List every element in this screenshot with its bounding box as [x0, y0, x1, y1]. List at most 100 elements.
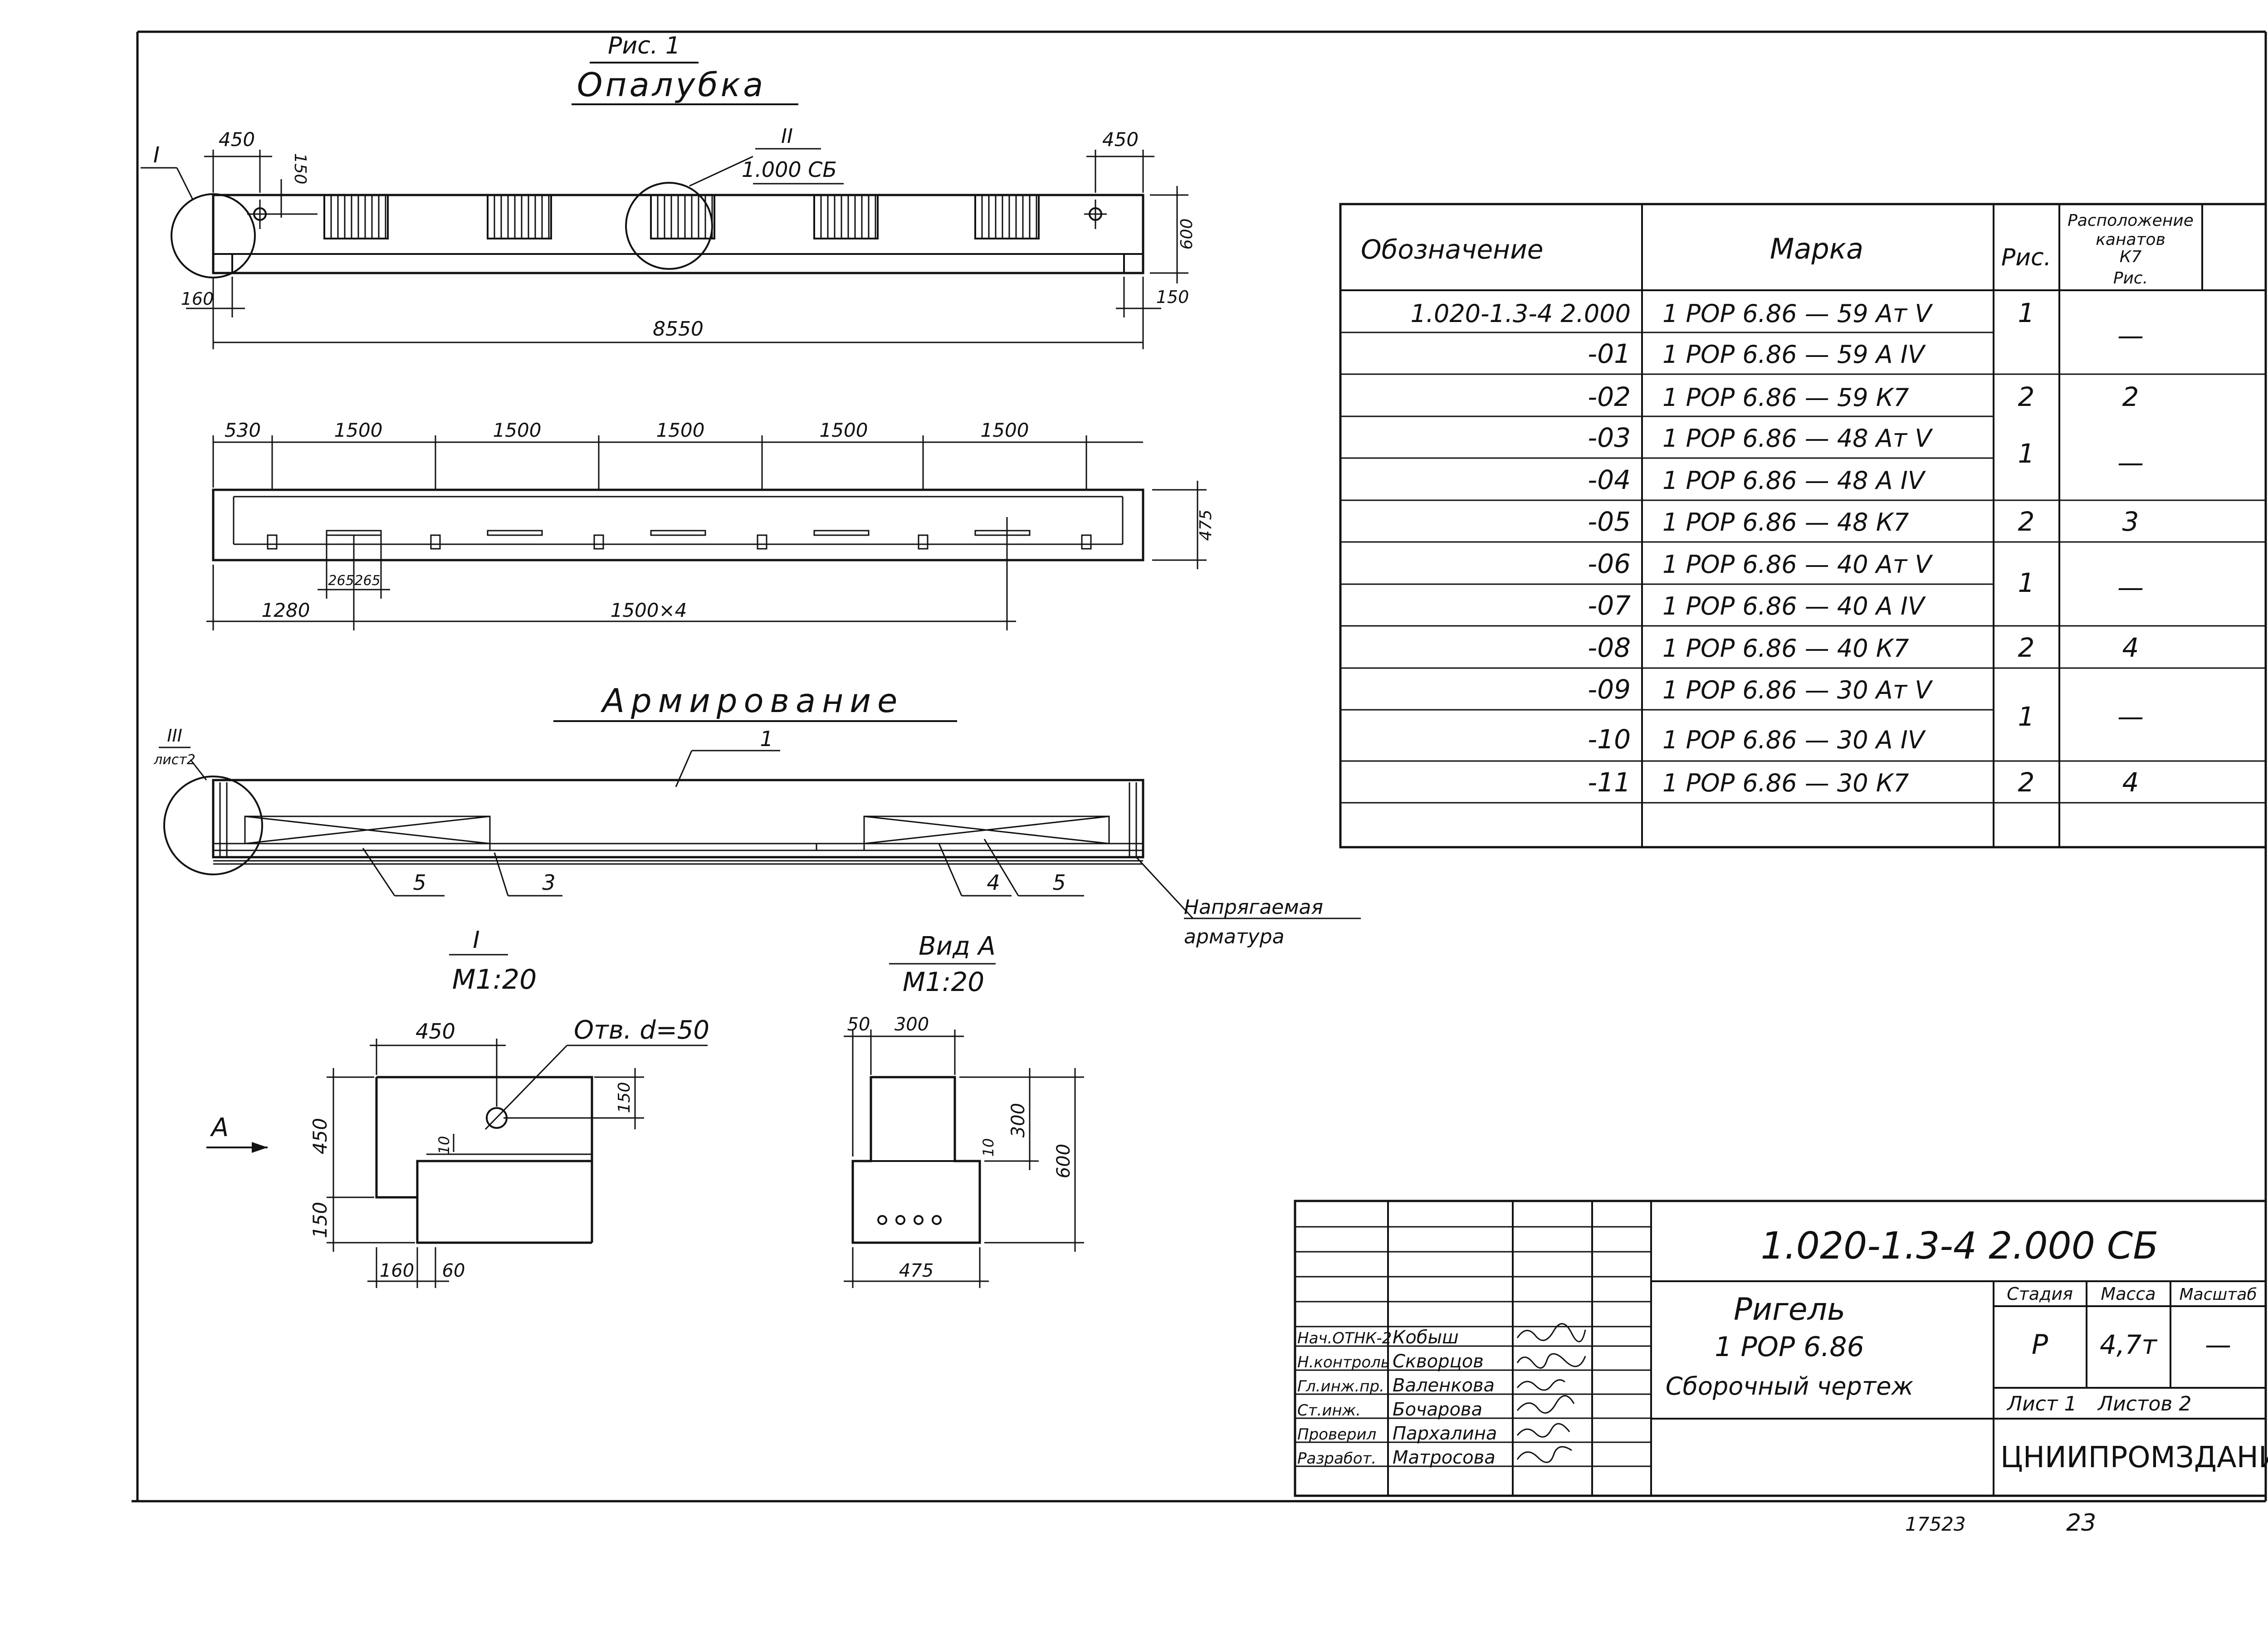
- signature-name: Кобыш: [1393, 1327, 1459, 1348]
- row-mark: 1 РОР 6.86 — 30 К7: [1662, 769, 1909, 797]
- tension-label-2: арматура: [1184, 925, 1285, 948]
- view-A-dim-10: 10: [980, 1138, 997, 1157]
- doc-code: 1.020-1.3-4 2.000 СБ: [1761, 1225, 2159, 1268]
- callout-III: III: [167, 726, 182, 746]
- view-A-title: Вид А: [919, 932, 996, 961]
- header-loc-3: К7: [2120, 248, 2142, 266]
- row-mark: 1 РОР 6.86 — 40 Ат V: [1662, 550, 1933, 579]
- row-designation: -01: [1588, 338, 1631, 369]
- callout-I: I: [153, 142, 160, 168]
- callout-sheet: лист2: [153, 752, 196, 768]
- row-mark: 1 РОР 6.86 — 59 А IV: [1662, 340, 1926, 369]
- plan-dim-1500-5: 1500: [981, 419, 1029, 441]
- pos-1: 1: [760, 727, 773, 751]
- plan-dim-530: 530: [225, 419, 261, 441]
- row-mark: 1 РОР 6.86 — 48 А IV: [1662, 466, 1926, 495]
- signature-name: Бочарова: [1393, 1399, 1482, 1420]
- detail-I-dim-160: 160: [380, 1260, 414, 1281]
- view-A-dim-475: 475: [899, 1260, 934, 1281]
- plan-dim-1500-1: 1500: [334, 419, 383, 441]
- plan-dim-1280: 1280: [262, 599, 310, 621]
- dim-450-left: 450: [219, 128, 255, 151]
- formwork-elevation: Рис. 1 Опалубка: [141, 32, 1196, 349]
- view-A: Вид А М1:20 50 300 10 300 600 475: [844, 932, 1084, 1288]
- header-fig: Рис.: [2001, 244, 2051, 271]
- row-designation: -08: [1588, 632, 1631, 663]
- row-loc: 3: [2122, 506, 2139, 537]
- plan-dim-265a: 265: [328, 573, 354, 589]
- sheet-count: Листов 2: [2097, 1392, 2191, 1415]
- row-mark: 1 РОР 6.86 — 40 А IV: [1662, 592, 1926, 620]
- plan-dim-475: 475: [1197, 510, 1215, 541]
- plan-view: 530 1500 1500 1500 1500 1500 475 265 265…: [206, 419, 1215, 630]
- detail-I-dim-150-right: 150: [615, 1082, 634, 1113]
- header-loc-1: Расположение: [2068, 211, 2194, 230]
- detail-I-dim-10: 10: [435, 1136, 453, 1155]
- dim-150-right: 150: [1156, 287, 1189, 307]
- row-designation: -04: [1588, 464, 1631, 495]
- row-fig: 1: [2018, 701, 2035, 732]
- reinforcement-title: Армирование: [601, 682, 904, 720]
- fig1-title: Опалубка: [577, 66, 766, 104]
- header-designation: Обозначение: [1361, 234, 1543, 265]
- view-A-scale: М1:20: [903, 966, 984, 997]
- mass-value: 4,7т: [2100, 1329, 2158, 1360]
- view-A-arrow-label: А: [210, 1113, 229, 1142]
- row-mark: 1 РОР 6.86 — 59 К7: [1662, 383, 1909, 412]
- row-loc: 4: [2122, 632, 2139, 663]
- row-mark: 1 РОР 6.86 — 48 К7: [1662, 508, 1909, 537]
- signature-role: Разработ.: [1297, 1449, 1376, 1468]
- title-name-1: Ригель: [1734, 1292, 1845, 1327]
- col-stage: Стадия: [2007, 1284, 2073, 1304]
- row-loc: —: [2117, 320, 2144, 351]
- row-designation: -10: [1588, 724, 1631, 755]
- signature-role: Гл.инж.пр.: [1297, 1377, 1384, 1396]
- row-designation: -02: [1588, 381, 1631, 412]
- scale-value: —: [2205, 1329, 2231, 1360]
- row-fig: 2: [2018, 767, 2035, 798]
- signature-role: Проверил: [1297, 1425, 1376, 1444]
- view-A-dim-50: 50: [847, 1014, 870, 1035]
- title-name-2: 1 РОР 6.86: [1715, 1331, 1864, 1363]
- signature-name: Парxалина: [1393, 1423, 1497, 1444]
- signature-name: Валенкова: [1393, 1375, 1495, 1396]
- plan-dim-1500x4: 1500×4: [611, 599, 687, 621]
- fig1-caption: Рис. 1: [608, 32, 680, 59]
- signature-rows: Нач.ОТНК-2 Кобыш Н.контроль Скворцов Гл.…: [1297, 1327, 1497, 1468]
- dim-450-right: 450: [1102, 128, 1139, 151]
- header-loc-2: канатов: [2096, 230, 2165, 249]
- view-A-dim-300-side: 300: [1008, 1103, 1029, 1137]
- row-fig: 1: [2018, 567, 2035, 598]
- signature-role: Нач.ОТНК-2: [1297, 1329, 1392, 1347]
- view-A-dim-600: 600: [1053, 1144, 1074, 1178]
- dim-150-top: 150: [291, 153, 309, 185]
- col-mass: Масса: [2101, 1284, 2156, 1304]
- row-designation: -09: [1588, 674, 1631, 705]
- spec-rows: 1.020-1.3-4 2.000 1 РОР 6.86 — 59 Ат V -…: [1410, 298, 2144, 798]
- row-mark: 1 РОР 6.86 — 48 Ат V: [1662, 424, 1933, 453]
- detail-I-dim-450-top: 450: [415, 1019, 455, 1044]
- detail-I: I М1:20 Отв. d=50 450 150 10 450 150 160…: [206, 927, 709, 1288]
- organization: ЦНИИПРОМЗДАНИЙ: [2000, 1440, 2268, 1474]
- row-fig: 1: [2018, 438, 2035, 469]
- col-scale: Масштаб: [2179, 1285, 2257, 1304]
- row-loc: 2: [2122, 381, 2139, 412]
- plan-dim-1500-2: 1500: [493, 419, 542, 441]
- row-loc: —: [2117, 572, 2144, 603]
- callout-II-doc: 1.000 СБ: [742, 157, 837, 182]
- inventory-number: 17523: [1905, 1513, 1966, 1535]
- row-designation: -03: [1588, 422, 1631, 453]
- pos-3: 3: [542, 870, 555, 895]
- embedded-plates: [323, 194, 1040, 239]
- row-fig: 1: [2018, 298, 2035, 328]
- dim-160-left: 160: [181, 289, 214, 309]
- row-fig: 2: [2018, 506, 2035, 537]
- signature-name: Скворцов: [1393, 1351, 1484, 1372]
- page-number: 23: [2066, 1509, 2096, 1537]
- view-A-dim-300-top: 300: [894, 1014, 929, 1035]
- detail-I-title: I: [473, 927, 479, 954]
- row-designation: 1.020-1.3-4 2.000: [1410, 299, 1631, 328]
- row-mark: 1 РОР 6.86 — 30 А IV: [1662, 726, 1926, 754]
- title-name-3: Сборочный чертеж: [1666, 1372, 1914, 1401]
